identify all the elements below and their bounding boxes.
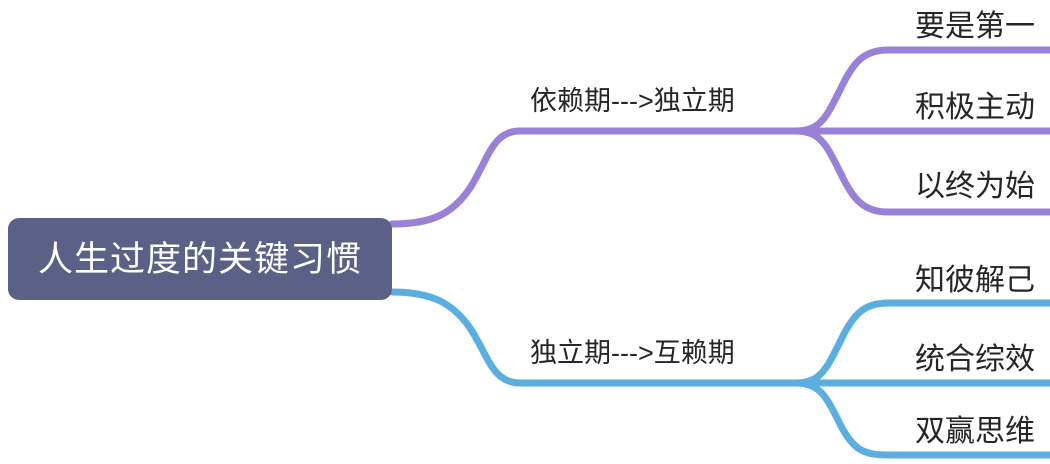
leaf-label-lower-3[interactable]: 双赢思维: [915, 415, 1035, 448]
leaf-label-upper-3[interactable]: 以终为始: [915, 170, 1035, 203]
branch-label-lower[interactable]: 独立期--->互赖期: [530, 338, 735, 368]
branch-label-upper[interactable]: 依赖期--->独立期: [530, 86, 735, 116]
leaf-connector-upper-1: [791, 46, 1050, 135]
leaf-connector-upper-3: [791, 127, 1050, 216]
leaf-label-lower-1[interactable]: 知彼解己: [915, 264, 1035, 297]
leaf-connector-lower-1: [791, 299, 1050, 387]
leaf-connector-lower-3: [791, 379, 1050, 459]
branch-connector-lower-trunk: [388, 288, 801, 387]
root-node[interactable]: 人生过度的关键习惯: [8, 218, 392, 300]
leaf-label-upper-2[interactable]: 积极主动: [915, 91, 1035, 124]
leaf-label-upper-1[interactable]: 要是第一: [915, 10, 1035, 43]
leaf-label-lower-2[interactable]: 统合综效: [915, 343, 1035, 376]
root-node-label: 人生过度的关键习惯: [37, 239, 362, 279]
branch-connector-upper-trunk: [388, 127, 801, 228]
